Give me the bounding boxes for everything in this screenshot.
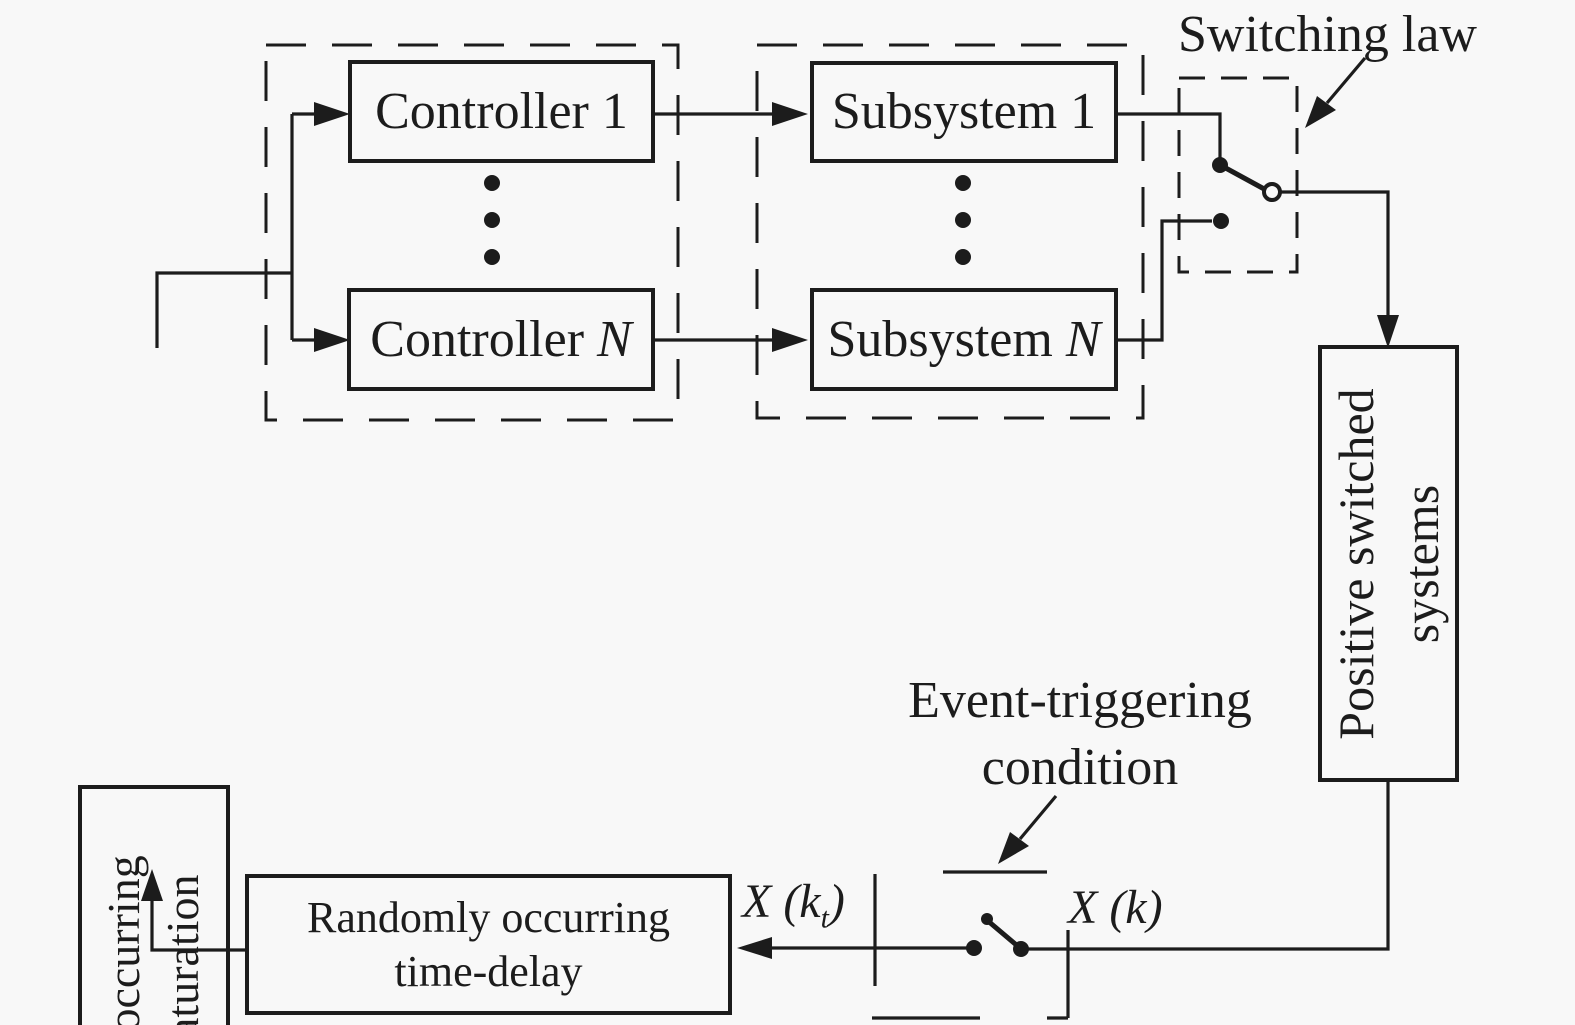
event-trigger-switch-icon [966,913,1029,957]
wire-positive-systems-to-sampler [1025,782,1390,951]
wire-subsystem1-to-switch [1118,112,1222,158]
time-delay-label: Randomly occurring time-delay [307,891,670,998]
subsystems-ellipsis [955,175,971,265]
subsystem-n-label: Subsystem N [827,308,1100,371]
time-delay-line1: Randomly occurring [307,892,670,942]
wire-saturation-to-controllers [155,102,350,352]
event-trigger-annotation: Event-triggering condition [880,668,1280,801]
positive-switched-systems-label: Positive switched systems [1324,388,1454,739]
controller-n-box: Controller N [347,288,655,391]
time-delay-box: Randomly occurring time-delay [245,874,732,1015]
subsystem-n-prefix: Subsystem [827,310,1066,368]
wire-controllerN-to-subsystemN [653,328,808,352]
wire-switch-to-positive-systems [1281,190,1399,348]
positive-switched-line2: systems [1392,484,1449,643]
wire-time-delay-to-saturation [141,869,245,952]
signal-x-kt-close: ) [828,875,845,928]
subsystem-n-variable: N [1065,310,1101,368]
actuator-saturation-line1: Randomly occurring [95,855,154,1025]
event-trigger-line2: condition [981,738,1179,796]
wire-controller1-to-subsystem1 [655,102,808,126]
controllers-dashed-group [264,43,680,422]
controller-1-box: Controller 1 [348,60,655,163]
subsystem-1-label: Subsystem 1 [831,83,1097,141]
controllers-ellipsis [484,175,500,265]
controller-n-prefix: Controller [370,310,598,368]
signal-x-kt-main: X (k [742,875,821,928]
controller-n-label: Controller N [370,308,631,371]
actuator-saturation-line2: actuator saturation [154,855,213,1025]
subsystems-dashed-group [755,43,1145,420]
wire-subsystemN-to-switch [1118,219,1212,342]
controller-1-label: Controller 1 [375,82,628,140]
switching-law-pointer-arrow [1305,56,1367,128]
switch-selector-icon [1212,157,1282,229]
signal-x-kt-sub: t [820,901,829,935]
controller-n-variable: N [597,310,632,368]
signal-x-kt: X (kt) [742,874,845,933]
actuator-saturation-label: Randomly occurring actuator saturation [95,855,213,1025]
subsystem-1-box: Subsystem 1 [810,61,1118,163]
time-delay-line2: time-delay [394,946,583,996]
positive-switched-systems-box: Positive switched systems [1318,345,1459,782]
positive-switched-line1: Positive switched [1327,387,1384,740]
event-trigger-frame [872,870,1070,1020]
switching-law-annotation: Switching law [1178,6,1477,63]
signal-x-k: X (k) [1068,881,1163,934]
actuator-saturation-box: Randomly occurring actuator saturation [78,785,230,1025]
wire-sampler-to-time-delay [737,937,975,959]
event-trigger-pointer-arrow [998,794,1058,864]
switch-dashed-group [1177,76,1299,274]
subsystem-n-box: Subsystem N [810,288,1118,391]
event-trigger-line1: Event-triggering [908,672,1252,729]
